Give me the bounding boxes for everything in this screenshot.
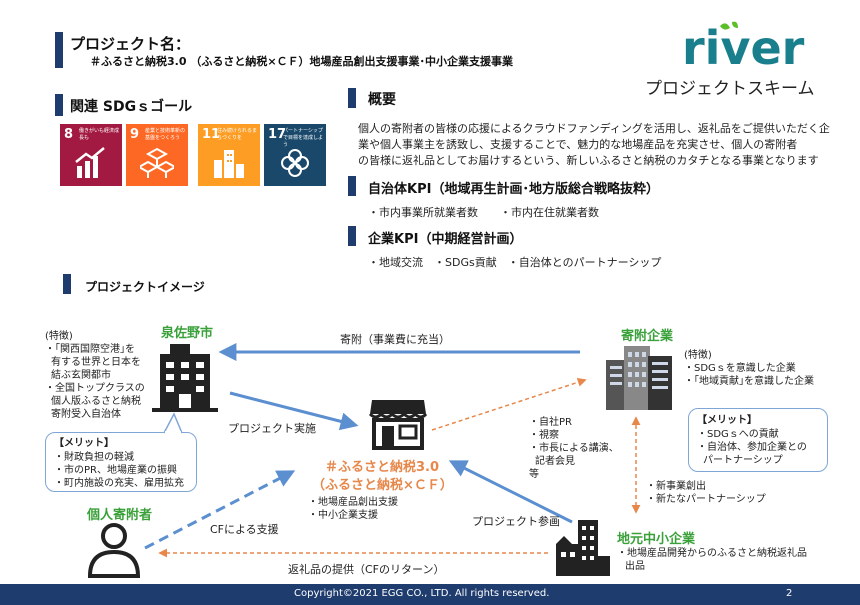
company-pr-arrow xyxy=(431,377,587,431)
donation-label: 寄附（事業費に充当） xyxy=(340,333,450,346)
kpi-municipal-items: ・市内事業所就業者数 ・市内在住就業者数 xyxy=(368,206,599,219)
company-building-icon xyxy=(606,346,672,410)
individual-donor-name: 個人寄附者 xyxy=(87,508,153,523)
participation-label: プロジェクト参画 xyxy=(472,515,560,528)
kpi-corporate-items: ・地域交流 ・SDGs貢献 ・自治体とのパートナーシップ xyxy=(368,256,662,269)
kpi-corporate-accent-bar xyxy=(348,226,356,246)
image-accent-bar xyxy=(63,274,71,294)
center-title-1: ＃ふるさと納税3.0 xyxy=(325,460,440,475)
implementation-label: プロジェクト実施 xyxy=(228,422,316,435)
city-buildings-icon xyxy=(214,150,244,178)
cf-support-arrow xyxy=(144,470,296,550)
growth-chart-icon xyxy=(75,147,105,178)
city-features: (特徴) ・｢関西国際空港｣を 有する世界と日本を 結ぶ玄関都市 ・全国トップク… xyxy=(45,331,145,420)
center-items: ・地場産品創出支援 ・中小企業支援 xyxy=(308,497,398,521)
title-accent-bar xyxy=(55,32,63,68)
footer-bar: Copyright©2021 EGG CO., LTD. All rights … xyxy=(0,584,860,605)
donor-company-name: 寄附企業 xyxy=(621,329,674,344)
flower-rings-icon xyxy=(281,149,309,177)
donor-company-features: (特徴) ・SDGｓを意識した企業 ・｢地域貢献｣を意識した企業 xyxy=(684,350,814,387)
overview-text: 個人の寄附者の皆様の応援によるクラウドファンディングを活用し、返礼品をご提供いた… xyxy=(358,122,830,167)
project-label: プロジェクト名： xyxy=(70,35,191,53)
company-pr-list: ・自社PR ・視察 ・市長による講演、 記者会見 等 xyxy=(529,417,619,480)
person-icon xyxy=(87,523,141,578)
kpi-municipal-accent-bar xyxy=(348,176,356,196)
cf-support-label: CFによる支援 xyxy=(210,523,279,536)
logo-wordmark: river xyxy=(682,21,805,70)
cubes-icon xyxy=(140,147,174,178)
page-number: 2 xyxy=(786,588,793,599)
return-label: 返礼品の提供（CFのリターン） xyxy=(288,563,445,576)
project-name: ＃ふるさと納税3.0 （ふるさと納税×ＣＦ）地場産品創出支援事業･中小企業支援事… xyxy=(90,55,514,68)
city-merit-box: 【メリット】 ・財政負担の軽減 ・市のPR、地場産業の振興 ・町内施設の充実、雇… xyxy=(45,432,197,492)
overview-heading: 概要 xyxy=(368,92,396,108)
kpi-municipal-heading: 自治体KPI（地域再生計画･地方版総合戦略抜粋） xyxy=(368,182,659,197)
factory-icon xyxy=(556,520,610,576)
logo-subtitle: プロジェクトスキーム xyxy=(645,79,815,99)
kpi-corporate-heading: 企業KPI（中期経営計画） xyxy=(368,232,523,247)
participation-arrow xyxy=(448,460,573,524)
city-office-building-icon xyxy=(152,344,218,412)
copyright-text: Copyright©2021 EGG CO., LTD. All rights … xyxy=(294,588,550,599)
local-sme-items: ・地場産品開発からのふるさと納税返礼品 出品 xyxy=(617,548,807,572)
donor-company-merit-box: 【メリット】 ・SDGｓへの貢献 ・自治体、参加企業との パートナーシップ xyxy=(688,408,828,472)
city-name: 泉佐野市 xyxy=(161,326,214,341)
shop-icon xyxy=(368,400,428,450)
overview-accent-bar xyxy=(348,88,356,108)
local-sme-name: 地元中小企業 xyxy=(617,532,696,547)
image-heading: プロジェクトイメージ xyxy=(85,280,205,294)
center-title-2: （ふるさと納税×ＣＦ） xyxy=(312,478,453,493)
river-logo: river xyxy=(680,20,845,80)
sdg-accent-bar xyxy=(55,94,63,116)
new-business-list: ・新事業創出 ・新たなパートナーシップ xyxy=(646,481,766,505)
implementation-arrow xyxy=(229,391,359,431)
city-callout-pointer xyxy=(163,412,183,434)
sdg-heading: 関連 SDGｓゴール xyxy=(70,99,193,115)
